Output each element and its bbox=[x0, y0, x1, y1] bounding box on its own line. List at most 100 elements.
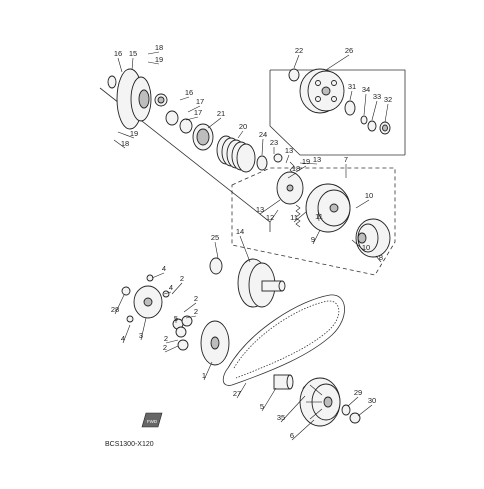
callout-leader-11 bbox=[317, 209, 320, 222]
callout-number-35: 35 bbox=[277, 413, 285, 422]
callout-leader-12 bbox=[269, 209, 279, 223]
callout-number-19: 19 bbox=[302, 157, 310, 166]
callout-number-13: 13 bbox=[256, 205, 264, 214]
callout-number-1: 1 bbox=[202, 371, 206, 380]
callout-leader-28 bbox=[114, 294, 125, 315]
callout-leader-18 bbox=[287, 172, 297, 179]
callout-leader-18 bbox=[147, 51, 160, 55]
fwd-label: FWD bbox=[147, 419, 158, 424]
callout-leader-13 bbox=[299, 162, 318, 165]
callout-leader-33 bbox=[371, 100, 378, 121]
callout-leader-20 bbox=[237, 130, 244, 139]
callout-leader-11 bbox=[293, 211, 307, 223]
callout-number-5: 5 bbox=[260, 402, 264, 411]
callout-leader-19 bbox=[295, 165, 307, 173]
callout-leader-2 bbox=[183, 302, 197, 313]
callout-leader-5 bbox=[261, 387, 277, 412]
callout-leader-2 bbox=[171, 282, 183, 295]
callout-number-8: 8 bbox=[379, 253, 383, 262]
clutch-assembly-dashed-box bbox=[231, 167, 396, 276]
callout-leader-10 bbox=[355, 199, 370, 209]
callout-number-34: 34 bbox=[362, 85, 370, 94]
callout-number-21: 21 bbox=[217, 109, 225, 118]
forward-direction-marker: FWD bbox=[141, 412, 163, 428]
callout-leader-3 bbox=[140, 317, 147, 341]
ramp-plate bbox=[121, 274, 170, 323]
callout-number-9: 9 bbox=[311, 235, 315, 244]
callout-leader-2 bbox=[164, 345, 179, 353]
callout-number-20: 20 bbox=[239, 122, 247, 131]
callout-leader-10 bbox=[351, 239, 367, 253]
callout-number-30: 30 bbox=[368, 396, 376, 405]
callout-leader-32 bbox=[384, 103, 389, 123]
callout-leader-24 bbox=[261, 138, 264, 156]
callout-number-17: 17 bbox=[196, 97, 204, 106]
callout-leader-9 bbox=[312, 229, 321, 245]
callout-leader-19 bbox=[117, 131, 135, 139]
callout-number-22: 22 bbox=[295, 46, 303, 55]
callout-number-26: 26 bbox=[345, 46, 353, 55]
callout-number-2: 2 bbox=[164, 334, 168, 343]
callout-number-3: 3 bbox=[139, 331, 143, 340]
callout-number-13: 13 bbox=[313, 155, 321, 164]
callout-number-2: 2 bbox=[180, 274, 184, 283]
callout-number-16: 16 bbox=[185, 88, 193, 97]
clutch-carrier bbox=[276, 171, 351, 233]
callout-number-24: 24 bbox=[259, 130, 267, 139]
callout-leader-13 bbox=[259, 199, 281, 215]
callout-number-2: 2 bbox=[194, 294, 198, 303]
callout-number-14: 14 bbox=[236, 227, 244, 236]
callout-leader-34 bbox=[363, 93, 367, 116]
secondary-sheave bbox=[355, 218, 391, 258]
callout-leader-4 bbox=[151, 272, 165, 279]
callout-number-31: 31 bbox=[348, 82, 356, 91]
callout-leader-16 bbox=[179, 96, 190, 101]
callout-number-6: 6 bbox=[290, 431, 294, 440]
callout-number-15: 15 bbox=[129, 49, 137, 58]
callout-leader-29 bbox=[347, 396, 359, 407]
callout-number-32: 32 bbox=[384, 95, 392, 104]
callout-number-28: 28 bbox=[111, 305, 119, 314]
callout-leader-18 bbox=[113, 139, 126, 149]
callout-number-10: 10 bbox=[362, 243, 370, 252]
callout-leader-13 bbox=[285, 154, 290, 164]
callout-number-16: 16 bbox=[114, 49, 122, 58]
callout-number-18: 18 bbox=[121, 139, 129, 148]
callout-leader-31 bbox=[349, 90, 353, 101]
callout-leader-2 bbox=[165, 339, 179, 344]
nut-and-washer bbox=[256, 153, 295, 175]
callout-leader-1 bbox=[203, 361, 213, 381]
diagram-code: BCS1300-X120 bbox=[105, 441, 154, 448]
callout-leader-19 bbox=[147, 61, 160, 65]
housing-hardware bbox=[344, 100, 391, 135]
callout-leader-22 bbox=[293, 54, 300, 69]
callout-leader-17 bbox=[185, 116, 199, 121]
callout-number-13: 13 bbox=[285, 146, 293, 155]
callout-leader-6 bbox=[291, 419, 315, 441]
callout-number-4: 4 bbox=[162, 264, 166, 273]
callout-leader-17 bbox=[187, 105, 201, 113]
callout-leader-8 bbox=[375, 255, 382, 263]
callout-leader-16 bbox=[117, 57, 123, 73]
compression-spring bbox=[216, 135, 256, 173]
callout-leader-30 bbox=[357, 404, 373, 417]
callout-number-11: 11 bbox=[315, 212, 323, 221]
washer-and-nut bbox=[341, 404, 361, 424]
callout-number-7: 7 bbox=[344, 155, 348, 164]
callout-leader-21 bbox=[207, 117, 222, 129]
callout-number-12: 12 bbox=[266, 213, 274, 222]
v-belt bbox=[222, 294, 345, 386]
callout-number-33: 33 bbox=[373, 92, 381, 101]
callout-number-4: 4 bbox=[169, 283, 173, 292]
callout-leader-4 bbox=[122, 324, 131, 344]
callout-number-4: 4 bbox=[121, 334, 125, 343]
callout-number-17: 17 bbox=[194, 108, 202, 117]
callout-number-5: 5 bbox=[174, 314, 178, 323]
callout-leader-26 bbox=[325, 54, 350, 71]
callout-number-18: 18 bbox=[155, 43, 163, 52]
callout-leader-27 bbox=[236, 382, 247, 399]
callout-leader-15 bbox=[131, 57, 134, 71]
clutch-housing bbox=[288, 68, 345, 114]
